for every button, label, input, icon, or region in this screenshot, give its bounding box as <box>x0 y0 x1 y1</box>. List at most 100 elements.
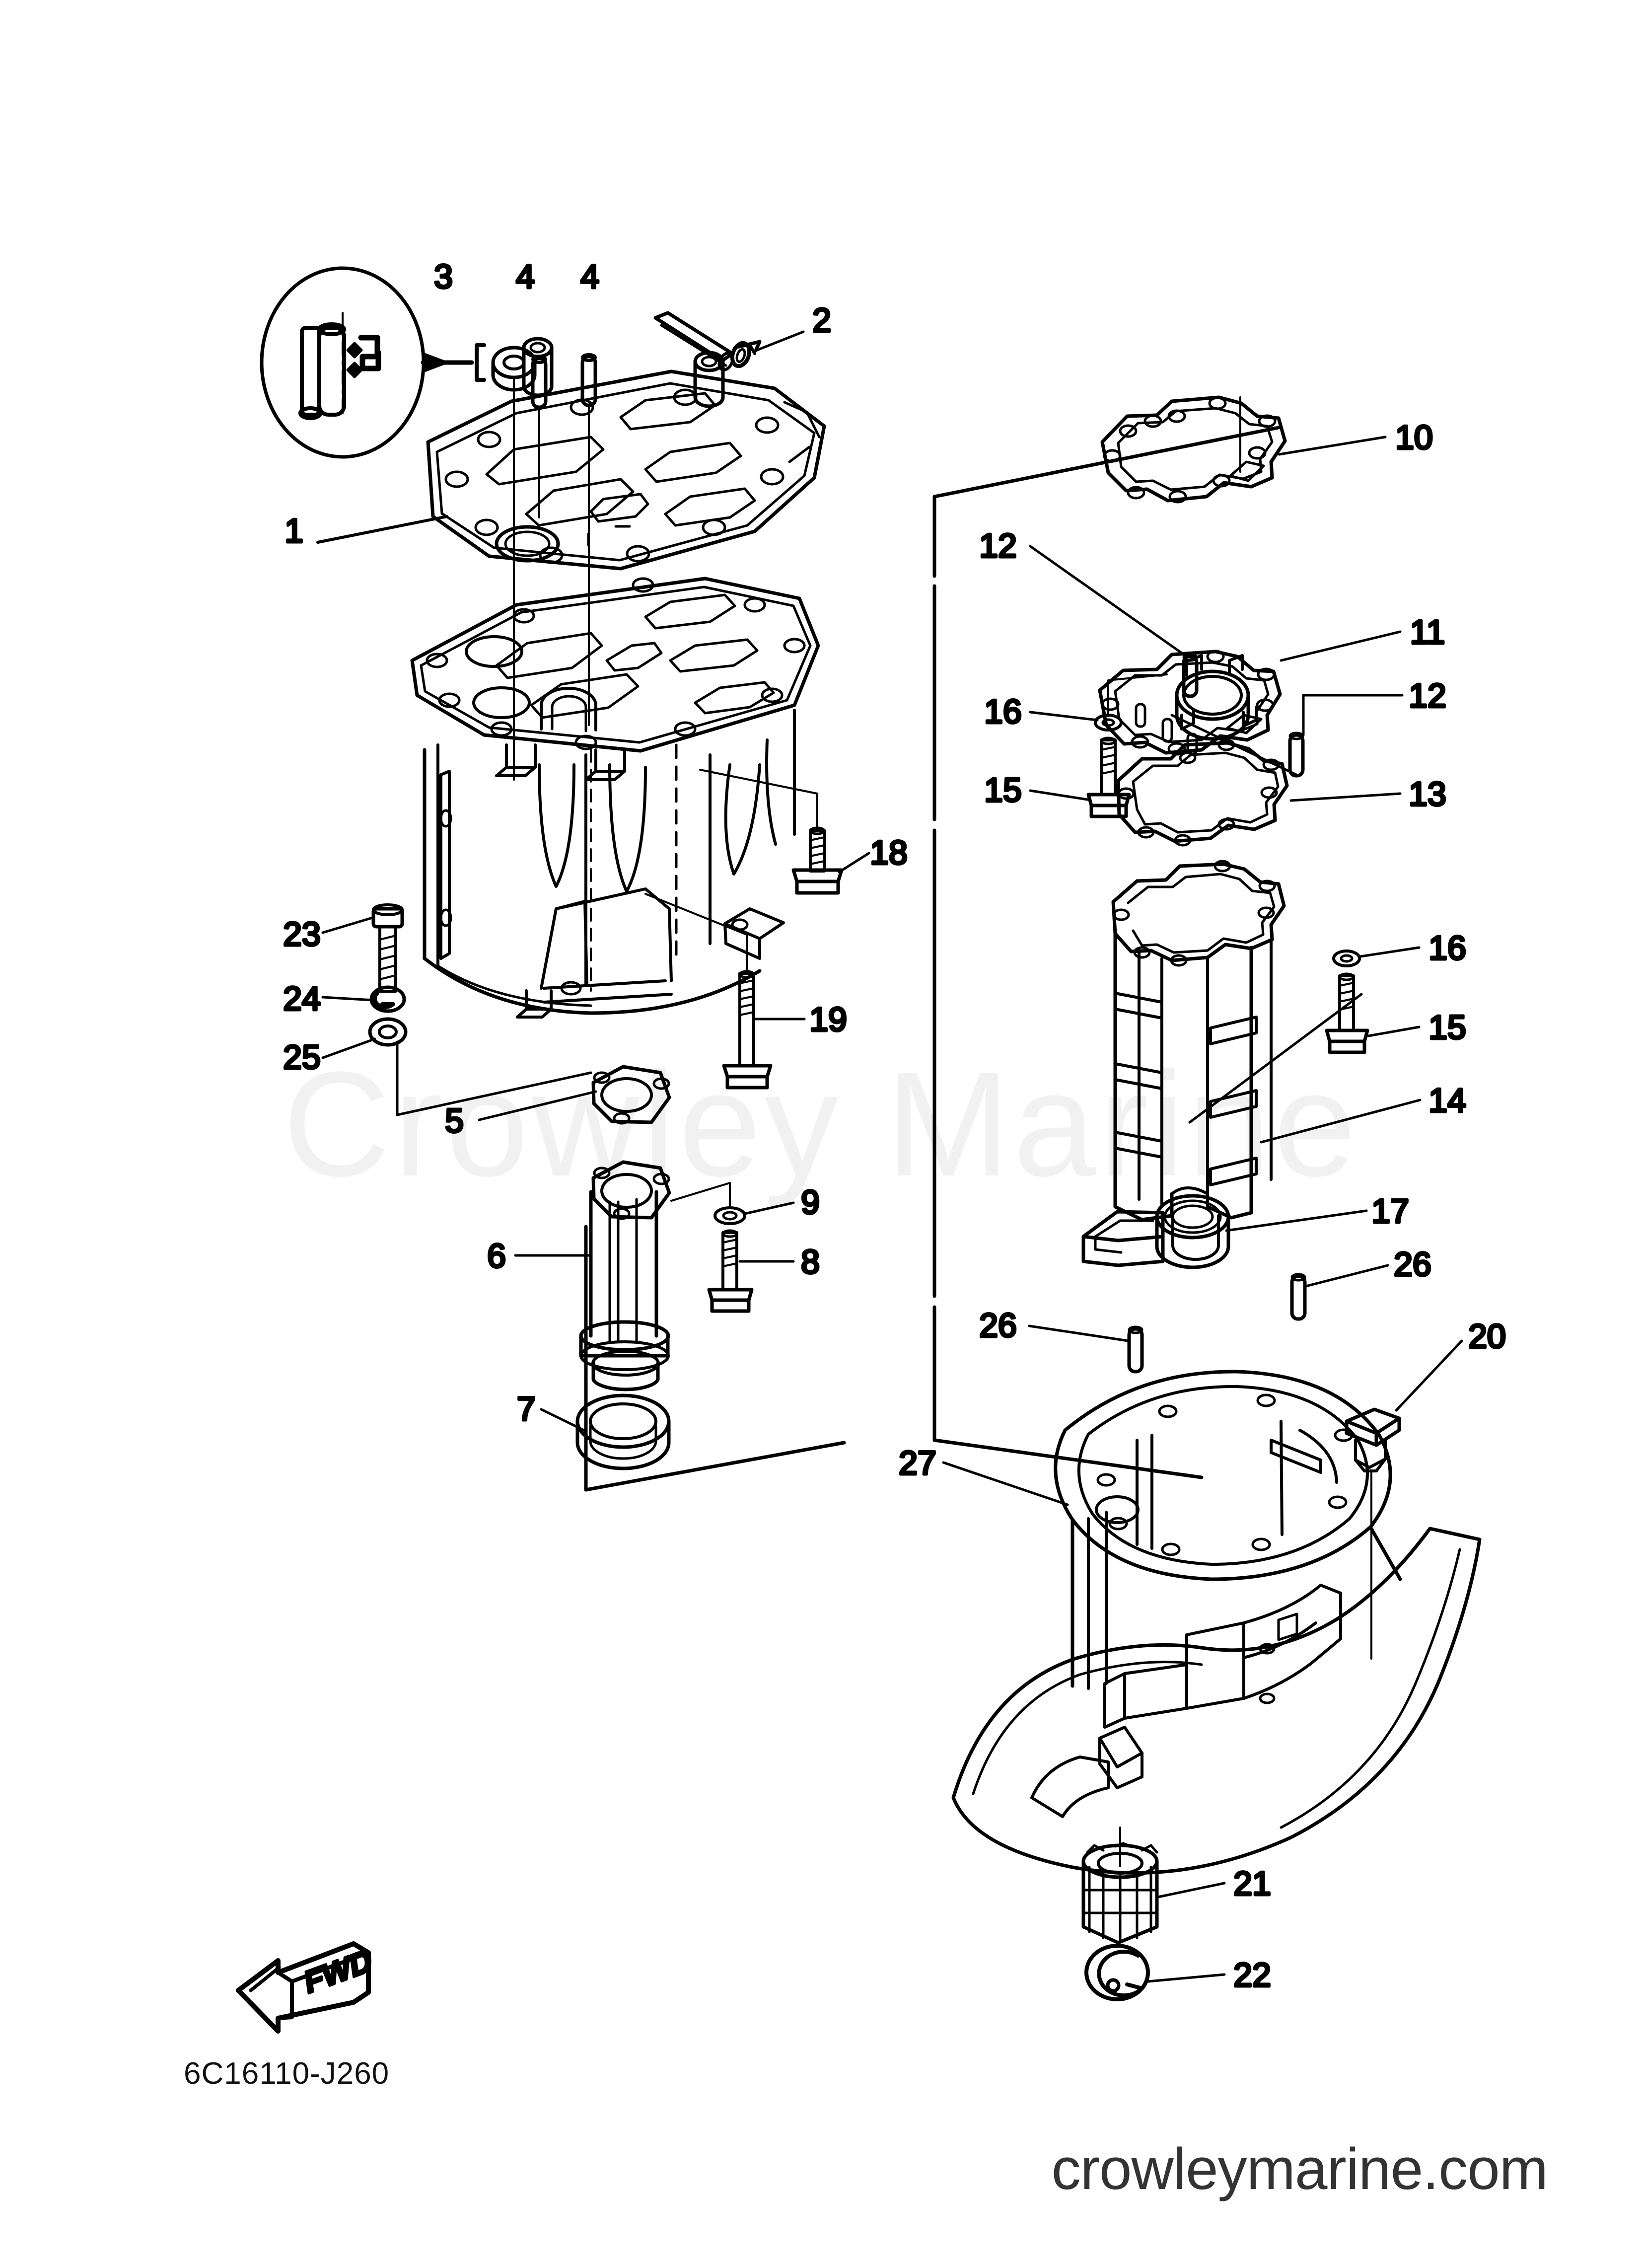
leader-23 <box>321 916 374 934</box>
leader-18 <box>838 852 870 874</box>
leader-14 <box>1260 1098 1422 1144</box>
leader-9 <box>743 1201 795 1215</box>
detail-view-bubble <box>260 266 486 459</box>
callout-24: 24 <box>283 980 321 1018</box>
part-18-flange-bolt <box>791 826 844 895</box>
leader-11 <box>1280 630 1402 662</box>
callout-13: 13 <box>1409 775 1446 813</box>
callout-11: 11 <box>1410 613 1445 651</box>
callout-14: 14 <box>1428 1082 1466 1119</box>
part-6-exhaust-tube <box>579 1190 670 1391</box>
part-19-flange-bolt <box>722 970 773 1090</box>
leader-9-ext <box>670 1182 731 1208</box>
leader-10 <box>1278 436 1387 456</box>
leader-5 <box>478 1090 597 1121</box>
leader-26a <box>1028 1324 1130 1342</box>
part-15a-bolt <box>1086 736 1131 818</box>
part-15b-bolt <box>1325 972 1369 1054</box>
leader-2 <box>752 330 805 353</box>
leader-15b <box>1367 1025 1421 1037</box>
part-13-gasket <box>1116 738 1289 847</box>
leader-24 <box>321 996 375 1002</box>
leader-27 <box>942 1461 1069 1506</box>
callout-12b: 12 <box>1409 677 1446 715</box>
callout-7: 7 <box>517 1390 536 1428</box>
callout-8: 8 <box>801 1243 820 1281</box>
callout-4b: 4 <box>580 258 599 295</box>
callout-4a: 4 <box>516 258 535 295</box>
part-9-washer <box>714 1206 746 1225</box>
watermark: Crowley Marine <box>283 1040 1359 1207</box>
part-26b-dowel-pin <box>1290 1273 1307 1321</box>
callout-26b: 26 <box>1394 1245 1431 1283</box>
callout-6: 6 <box>487 1237 506 1275</box>
callout-16b: 16 <box>1428 929 1466 967</box>
callout-9: 9 <box>801 1183 820 1221</box>
callout-5: 5 <box>445 1102 464 1140</box>
callout-25: 25 <box>283 1038 321 1076</box>
part-11-bearing-housing <box>1098 650 1282 756</box>
part-22-snap-ring <box>1084 1944 1150 2001</box>
part-20-plug-clip <box>1345 1407 1401 1472</box>
part-7-seal-ring <box>575 1393 671 1470</box>
leader-16a <box>1029 711 1099 722</box>
part-8-bolt <box>707 1229 754 1313</box>
leader-25 <box>321 1037 376 1059</box>
part-27-lower-casing <box>951 1370 1482 1875</box>
callout-1: 1 <box>285 512 303 550</box>
casing-mid-flange <box>410 577 820 753</box>
leader-16a-ext <box>1107 673 1168 717</box>
callout-3: 3 <box>434 258 453 295</box>
part-5-tube-bracket <box>591 1065 671 1220</box>
casing-body <box>423 709 796 1019</box>
callout-18: 18 <box>870 834 908 872</box>
leader-25-ext <box>396 1040 592 1116</box>
part-14-exhaust-guide <box>1111 860 1286 1222</box>
leader-21 <box>1156 1882 1226 1899</box>
left-section-divider <box>584 1225 846 1492</box>
leader-1 <box>316 515 448 544</box>
callout-labels: 1 2 3 4 4 5 6 7 8 9 10 11 12 12 13 14 15… <box>282 257 1507 1995</box>
callout-2: 2 <box>812 301 831 339</box>
callout-16a: 16 <box>984 693 1022 731</box>
callout-15a: 15 <box>984 771 1022 809</box>
callout-15b: 15 <box>1428 1009 1466 1046</box>
part-16b-washer <box>1332 950 1361 967</box>
leader-12b <box>1302 694 1404 736</box>
leader-17 <box>1225 1209 1368 1232</box>
leader-13 <box>1289 792 1402 802</box>
callout-17: 17 <box>1371 1192 1409 1230</box>
leader-12a <box>1029 545 1188 658</box>
leader-19-ext <box>644 893 748 974</box>
part-10-gasket <box>1100 395 1287 504</box>
fwd-arrow-icon <box>236 1941 371 2034</box>
callout-27: 27 <box>899 1444 936 1482</box>
callout-19: 19 <box>809 1001 847 1038</box>
callout-20: 20 <box>1468 1317 1506 1355</box>
part-number-label: 6C16110-J260 <box>184 2056 390 2091</box>
callout-23: 23 <box>283 915 321 953</box>
part-2-hose-clamp <box>653 311 762 371</box>
part-12b-dowel-pin <box>1288 732 1305 778</box>
leader-22 <box>1146 1973 1226 1983</box>
section-divider <box>932 425 1283 1479</box>
part-26a-dowel-pin <box>1127 1325 1144 1374</box>
callout-10: 10 <box>1395 419 1433 456</box>
callout-12a: 12 <box>979 527 1017 565</box>
callout-22: 22 <box>1233 1956 1271 1994</box>
site-url: crowleymarine.com <box>1051 2136 1548 2202</box>
part-21-splined-bushing <box>1081 1842 1159 1945</box>
callout-21: 21 <box>1233 1865 1271 1902</box>
part-23-bolt <box>371 903 404 993</box>
part-17-rubber-mount <box>1081 1194 1230 1269</box>
leader-15a <box>1029 789 1089 801</box>
leader-7 <box>540 1408 587 1433</box>
part-25-washer <box>368 1017 408 1047</box>
leader-18-ext <box>699 769 818 831</box>
leader-26b <box>1304 1264 1389 1288</box>
part-1-upper-casing <box>426 337 826 571</box>
leader-16b <box>1359 946 1421 958</box>
leader-20 <box>1395 1339 1463 1412</box>
